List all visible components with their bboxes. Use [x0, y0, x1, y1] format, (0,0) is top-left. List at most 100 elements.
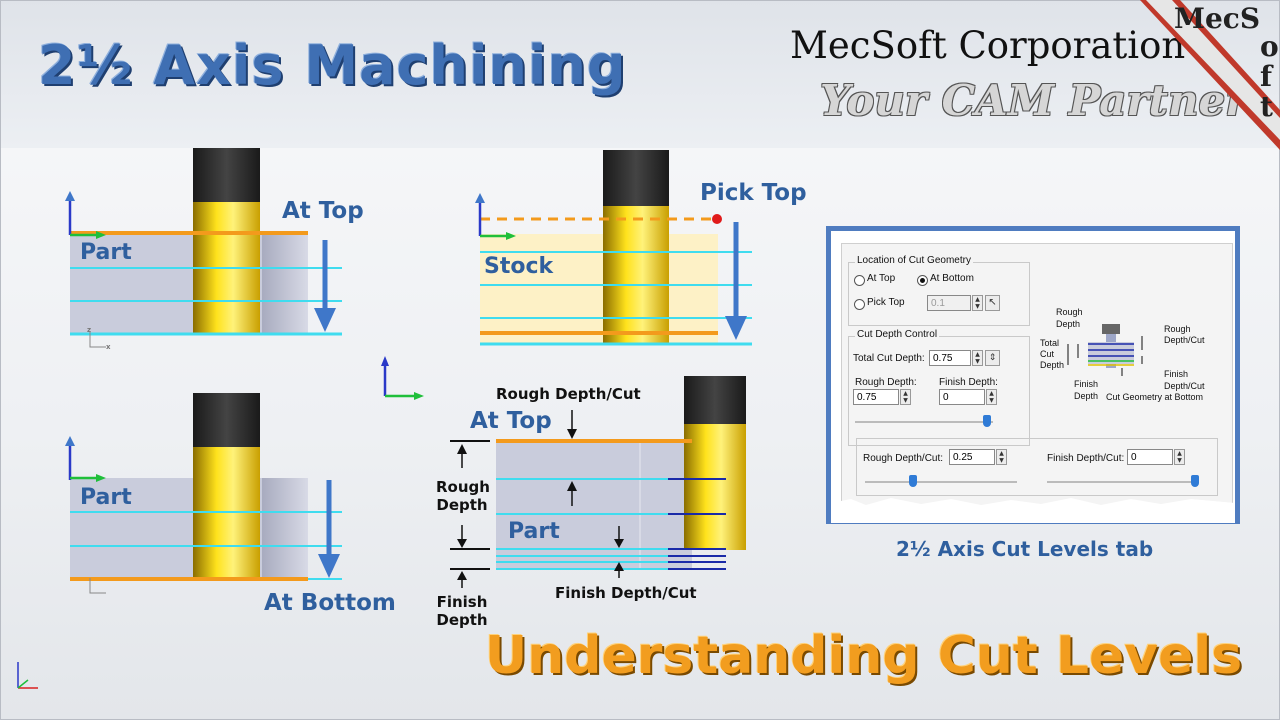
- mini-finish-cut-label: Finish Depth/Cut: [1164, 368, 1205, 392]
- rough-cut-input[interactable]: 0.25: [949, 449, 995, 465]
- total-cut-depth-input[interactable]: 0.75: [929, 350, 971, 366]
- dimension-arrowhead-icon: [614, 539, 624, 548]
- finish-cut-spinner[interactable]: ▲▼: [1174, 449, 1185, 465]
- depth-group-title: Cut Depth Control: [855, 329, 940, 340]
- world-axis-triad: [381, 356, 424, 400]
- diagram-at-top: [65, 148, 342, 348]
- mini-part: [1088, 342, 1134, 364]
- tool-holder: [603, 150, 669, 206]
- diagram3-level-label: At Bottom: [264, 590, 396, 616]
- diagram-detail: [450, 376, 746, 588]
- mini-finish-cut-line2: Depth/Cut: [1164, 381, 1205, 391]
- diagram2-stock-label: Stock: [484, 254, 554, 279]
- detail-finish-cut-label: Finish Depth/Cut: [555, 584, 697, 602]
- x-axis-arrow-icon: [414, 392, 424, 400]
- mini-total-cut-depth-label: Total Cut Depth: [1040, 338, 1064, 371]
- pick-cursor-icon[interactable]: ↖: [985, 295, 1000, 311]
- location-group: Location of Cut Geometry At Top At Botto…: [848, 255, 1030, 326]
- mini-total-line1: Total: [1040, 338, 1060, 348]
- company-name: MecSoft Corporation: [790, 24, 1186, 67]
- logo-row-text: MecS: [1174, 2, 1261, 35]
- part-block: [496, 441, 692, 569]
- radio-pick-top[interactable]: [854, 299, 865, 310]
- rough-cut-label: Rough Depth/Cut:: [863, 453, 944, 464]
- cut-depth-mini-diagram: [1067, 324, 1143, 376]
- depth-per-cut-group: Rough Depth/Cut: 0.25 ▲▼ Finish Depth/Cu…: [856, 438, 1218, 496]
- dimension-arrowhead-icon: [567, 481, 577, 491]
- axis-tick-z: z: [87, 326, 92, 334]
- diagram2-level-label: Pick Top: [700, 180, 807, 206]
- mini-total-line2: Cut: [1040, 349, 1055, 359]
- radio-at-bottom[interactable]: [917, 275, 928, 286]
- rough-depth-input[interactable]: 0.75: [853, 389, 899, 405]
- axis-tick-x: x: [106, 343, 111, 351]
- detail-rough-depth-label: Rough Depth: [436, 478, 490, 514]
- pick-point-icon: [712, 214, 722, 224]
- mini-rough-cut-line1: Rough: [1164, 324, 1191, 334]
- dimension-arrowhead-icon: [614, 562, 624, 571]
- x-axis-arrow-icon: [96, 474, 106, 482]
- diagram-pick-top: [475, 150, 752, 346]
- rough-cut-slider-track[interactable]: [865, 481, 1017, 483]
- dimension-arrowhead-icon: [457, 571, 467, 580]
- mini-finish-depth-line1: Finish: [1074, 379, 1099, 389]
- page-title: 2½ Axis Machining: [38, 34, 627, 97]
- triad-mini-icon: [89, 332, 106, 348]
- total-cut-depth-spinner[interactable]: ▲▼: [972, 350, 983, 366]
- location-group-title: Location of Cut Geometry: [855, 255, 973, 266]
- finish-depth-spinner[interactable]: ▲▼: [986, 389, 997, 405]
- rough-depth-spinner[interactable]: ▲▼: [900, 389, 911, 405]
- mecsoft-logo: MecS o f t: [1120, 0, 1280, 150]
- down-arrow-icon: [318, 554, 340, 578]
- radio-at-top[interactable]: [854, 275, 865, 286]
- header-band: [0, 0, 1280, 148]
- rough-cut-slider-thumb[interactable]: [909, 475, 917, 487]
- mini-finish-cut-line1: Finish: [1164, 369, 1189, 379]
- at-bottom-label: At Bottom: [930, 273, 974, 284]
- dimension-arrowhead-icon: [457, 444, 467, 454]
- depth-slider-track[interactable]: [855, 421, 993, 423]
- down-arrow-icon: [725, 316, 747, 340]
- rough-cut-spinner[interactable]: ▲▼: [996, 449, 1007, 465]
- part-block-side: [262, 478, 308, 579]
- page-subtitle: Understanding Cut Levels: [485, 626, 1243, 686]
- tool-holder: [193, 148, 260, 202]
- tool-holder: [193, 393, 260, 447]
- part-block-side: [262, 233, 308, 334]
- stock-block: [480, 234, 718, 344]
- mini-finish-depth-label: Finish Depth: [1074, 378, 1098, 402]
- total-cut-depth-label: Total Cut Depth:: [853, 353, 925, 364]
- mini-rough-cut-label: Rough Depth/Cut: [1164, 324, 1205, 346]
- cut-levels-dialog: Location of Cut Geometry At Top At Botto…: [826, 226, 1240, 524]
- finish-cut-input[interactable]: 0: [1127, 449, 1173, 465]
- mini-rough-cut-line2: Depth/Cut: [1164, 335, 1205, 345]
- pick-top-input[interactable]: 0.1: [927, 295, 971, 311]
- depth-slider-thumb[interactable]: [983, 415, 991, 427]
- measure-depth-icon[interactable]: ⇕: [985, 350, 1000, 366]
- detail-finish-depth-label: Finish Depth: [436, 593, 488, 629]
- diagram1-part-label: Part: [80, 240, 132, 265]
- finish-depth-input[interactable]: 0: [939, 389, 985, 405]
- x-axis-arrow-icon: [96, 231, 106, 239]
- dimension-arrowhead-icon: [567, 429, 577, 439]
- pick-top-spinner[interactable]: ▲▼: [972, 295, 983, 311]
- logo-letter-t: t: [1260, 90, 1273, 123]
- mini-total-line3: Depth: [1040, 360, 1065, 370]
- finish-depth-label: Finish Depth:: [939, 377, 998, 388]
- finish-cut-slider-track[interactable]: [1047, 481, 1199, 483]
- at-top-label: At Top: [867, 273, 896, 284]
- finish-depth-line2: Depth: [436, 611, 488, 629]
- detail-level-label: At Top: [470, 408, 552, 434]
- rough-depth-line1: Rough: [436, 478, 490, 496]
- finish-cut-slider-thumb[interactable]: [1191, 475, 1199, 487]
- triad-mini-icon: [89, 578, 106, 594]
- mini-rough-depth-line1: Rough: [1056, 307, 1083, 317]
- logo-banner: [1140, 0, 1280, 150]
- depth-control-group: Cut Depth Control Total Cut Depth: 0.75 …: [848, 329, 1030, 446]
- dimension-arrowhead-icon: [457, 539, 467, 548]
- tool-holder: [684, 376, 746, 424]
- z-axis-arrow-icon: [381, 356, 389, 366]
- corner-triad: [17, 662, 38, 689]
- rough-depth-line2: Depth: [436, 496, 488, 514]
